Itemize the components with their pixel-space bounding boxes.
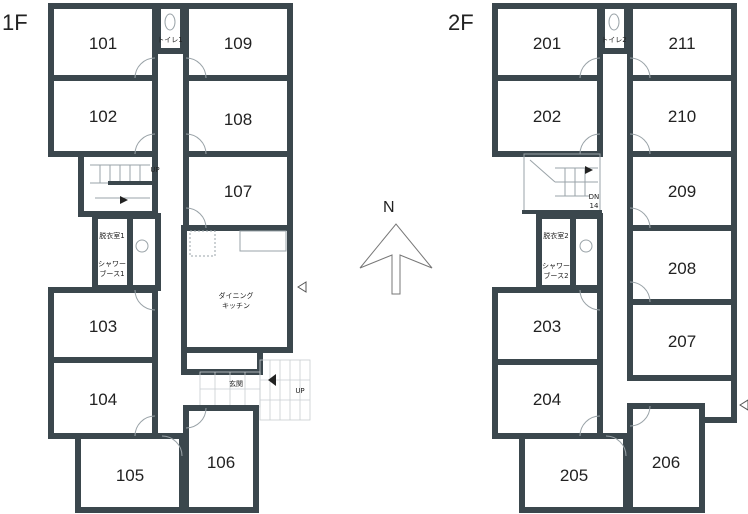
room-205[interactable]: [519, 433, 629, 513]
room-label-202: 202: [533, 107, 561, 126]
door-102[interactable]: [134, 133, 156, 155]
door-106[interactable]: [185, 407, 207, 429]
room-label-109: 109: [224, 34, 252, 53]
door-108[interactable]: [185, 133, 207, 155]
room-label-103: 103: [89, 317, 117, 336]
window-arrow-icon: [297, 281, 307, 293]
floor-label-2f: 2F: [448, 10, 474, 35]
dining-label-b: キッチン: [222, 302, 250, 310]
room-label-203: 203: [533, 317, 561, 336]
dining-kitchen: [181, 225, 293, 353]
toilet-2: [599, 3, 630, 54]
window-arrow-icon: [739, 399, 748, 411]
washing-machine-icon: [579, 239, 593, 253]
door-210[interactable]: [629, 133, 651, 155]
toilet-icon: [164, 13, 176, 31]
floor-1f: 1F UP 脱衣室1 シャワー ブース1 トイレ1 ダイニング: [2, 3, 311, 513]
door-107[interactable]: [185, 207, 207, 229]
door-201[interactable]: [579, 57, 601, 79]
room-106[interactable]: [183, 405, 259, 513]
room-label-108: 108: [224, 110, 252, 129]
entrance-label: 玄関: [229, 379, 243, 388]
washing-machine-icon: [135, 239, 149, 253]
room-label-206: 206: [652, 453, 680, 472]
north-compass: N: [359, 199, 433, 295]
toilet-1: [155, 3, 186, 54]
door-206[interactable]: [629, 405, 651, 427]
door-109[interactable]: [185, 57, 207, 79]
room-label-105: 105: [116, 466, 144, 485]
kitchen-counter: [239, 230, 287, 252]
stairs-dn-label-2f: DN: [589, 193, 600, 201]
room-label-102: 102: [89, 107, 117, 126]
room-label-209: 209: [668, 182, 696, 201]
room-label-205: 205: [560, 466, 588, 485]
stair-treads-2f: [529, 159, 598, 197]
shower-label-1a: シャワー: [98, 260, 126, 268]
room-label-101: 101: [89, 34, 117, 53]
room-label-211: 211: [668, 34, 695, 53]
floor-label-1f: 1F: [2, 10, 28, 35]
dressing-room-label-2: 脱衣室2: [543, 231, 568, 240]
shower-label-2a: シャワー: [542, 262, 570, 270]
door-104[interactable]: [134, 415, 156, 437]
door-208[interactable]: [629, 281, 651, 303]
north-label: N: [383, 199, 395, 216]
door-211[interactable]: [629, 57, 651, 79]
room-label-104: 104: [89, 390, 117, 409]
entrance-arrow-icon: [268, 374, 276, 386]
door-205[interactable]: [605, 435, 627, 457]
room-label-201: 201: [533, 34, 561, 53]
door-103[interactable]: [134, 289, 156, 311]
toilet-label-2: トイレ2: [601, 36, 626, 44]
room-206[interactable]: [627, 403, 705, 513]
door-203[interactable]: [579, 289, 601, 311]
room-label-106: 106: [207, 453, 235, 472]
stairs-up-label-1f: UP: [150, 166, 159, 174]
shower-label-1b: ブース1: [99, 269, 124, 278]
stairs-count-2f: 14: [590, 202, 599, 210]
shower-label-2b: ブース2: [543, 271, 568, 280]
dressing-room-label-1: 脱衣室1: [99, 231, 124, 240]
room-105[interactable]: [75, 433, 185, 513]
room-label-204: 204: [533, 390, 561, 409]
door-202[interactable]: [579, 133, 601, 155]
door-101[interactable]: [134, 57, 156, 79]
dining-label-a: ダイニング: [219, 291, 254, 300]
north-arrow-icon: [359, 223, 433, 295]
shoe-storage: [181, 347, 263, 375]
stair-treads-1f: [90, 164, 155, 204]
entrance-up-label: UP: [295, 387, 304, 395]
room-label-210: 210: [668, 107, 696, 126]
toilet-label-1: トイレ1: [157, 36, 182, 44]
floor-2f: 2F DN 14 脱衣室2 シャワー ブース2 トイレ2: [448, 3, 748, 513]
door-209[interactable]: [629, 207, 651, 229]
storage-1f: [189, 230, 216, 257]
hall-2f: [634, 375, 737, 423]
door-204[interactable]: [579, 415, 601, 437]
room-label-107: 107: [224, 182, 252, 201]
room-label-208: 208: [668, 259, 696, 278]
room-label-207: 207: [668, 332, 696, 351]
toilet-icon: [608, 13, 620, 31]
door-105[interactable]: [161, 435, 183, 457]
